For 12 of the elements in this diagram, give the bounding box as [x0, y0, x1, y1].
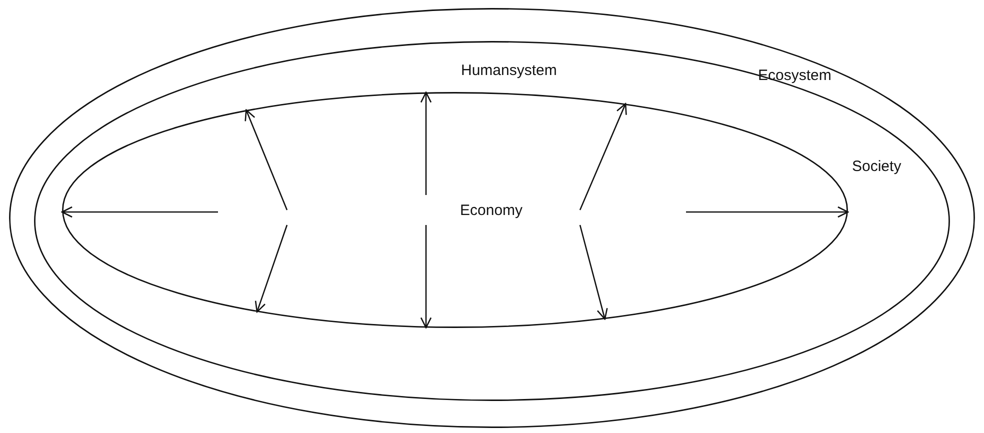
arrow	[61, 206, 218, 218]
region-label: Humansystem	[461, 62, 557, 80]
center-label: Economy	[460, 202, 523, 220]
arrow	[420, 92, 432, 195]
arrow	[579, 224, 608, 320]
arrow	[244, 109, 288, 210]
arrow	[686, 206, 849, 218]
region-label: Society	[852, 158, 902, 176]
arrow	[254, 224, 288, 313]
arrow	[579, 103, 627, 210]
region-label: Ecosystem	[758, 67, 832, 85]
arrow	[420, 225, 432, 328]
